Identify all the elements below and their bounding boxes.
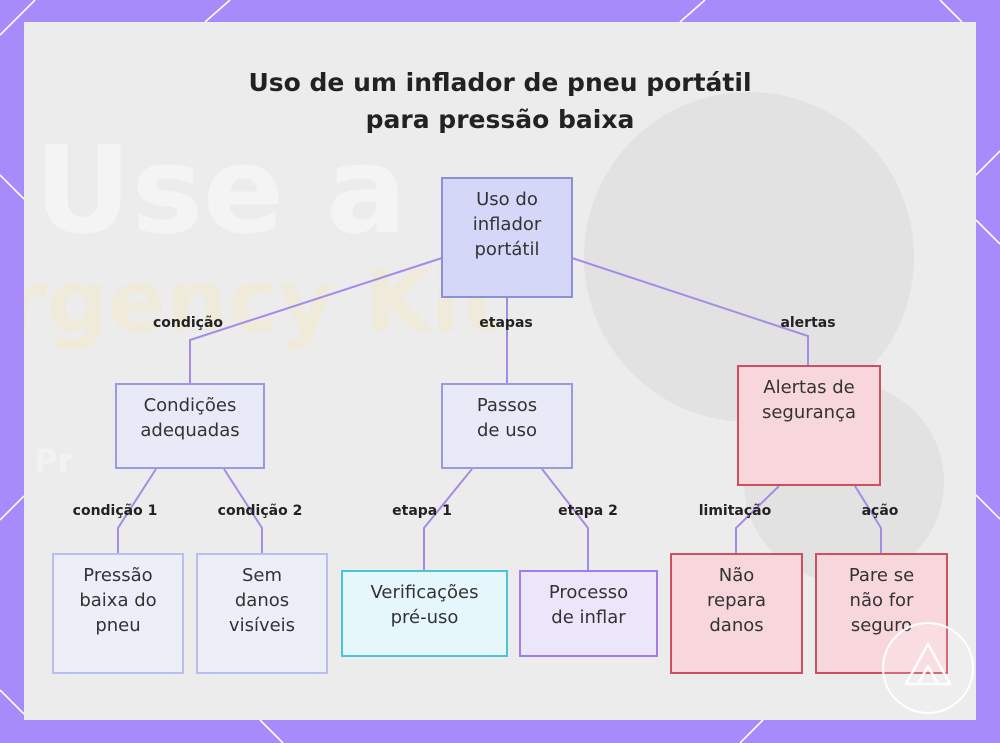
edge-label-limitacao: limitação xyxy=(698,503,772,519)
edge-conditions-low-pressure xyxy=(117,468,157,553)
diagram-title: Uso de um inflador de pneu portátil para… xyxy=(0,64,1000,138)
edge-label-alertas: alertas xyxy=(780,315,836,331)
background-text-line3: Pr xyxy=(34,442,74,480)
edge-steps-checks xyxy=(423,468,473,570)
edge-conditions-no-damage xyxy=(223,468,263,553)
edge-label-etapa1: etapa 1 xyxy=(392,503,452,519)
edge-root-alerts xyxy=(571,257,809,365)
edge-root-conditions xyxy=(189,257,443,383)
edge-label-etapas: etapas xyxy=(479,315,533,331)
edge-alerts-no-repair xyxy=(735,485,780,553)
edge-label-condicao: condição xyxy=(152,315,224,331)
title-line-1: Uso de um inflador de pneu portátil xyxy=(248,68,752,97)
edge-steps-inflate xyxy=(541,468,589,570)
title-line-2: para pressão baixa xyxy=(365,105,635,134)
brand-logo-icon xyxy=(882,622,974,714)
background-text-line2: rgency Kit xyxy=(24,252,502,352)
edge-label-condicao2: condição 2 xyxy=(217,503,303,519)
edge-alerts-stop xyxy=(854,485,882,553)
background-text-line1: Use a xyxy=(34,122,408,261)
edge-label-etapa2: etapa 2 xyxy=(558,503,618,519)
edge-label-acao: ação xyxy=(861,503,899,519)
edge-label-condicao1: condição 1 xyxy=(72,503,158,519)
